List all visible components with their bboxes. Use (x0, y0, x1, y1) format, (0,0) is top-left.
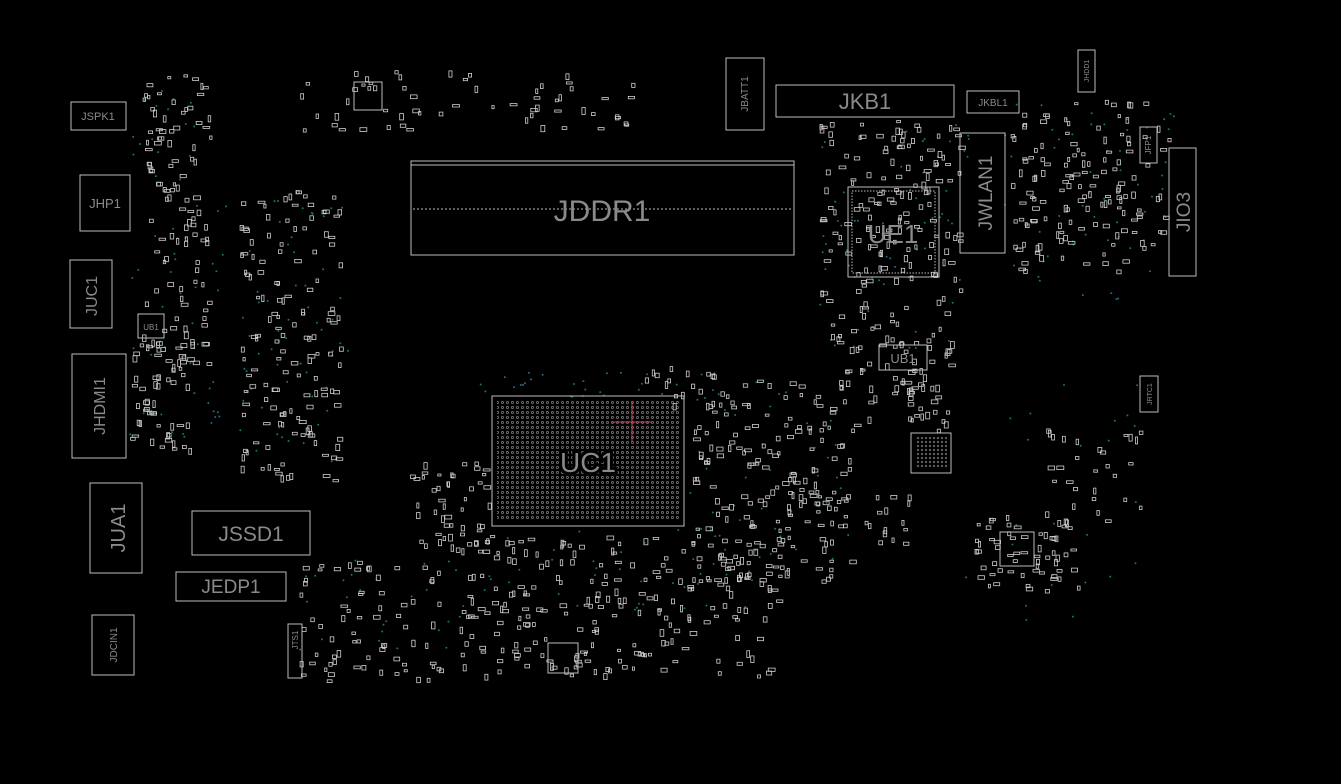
component-juc1[interactable]: JUC1 (69, 259, 113, 329)
component-jfp1[interactable]: JFP1 (1139, 126, 1158, 164)
label-juc1: JUC1 (84, 276, 101, 316)
component-jua1[interactable]: JUA1 (89, 482, 143, 574)
label-uc1: UC1 (560, 447, 616, 478)
label-jddr1: JDDR1 (554, 195, 651, 228)
component-jssd1[interactable]: JSSD1 (191, 510, 311, 556)
passive-components (130, 70, 1172, 684)
label-jbatt1: JBATT1 (740, 76, 751, 112)
label-jfp1: JFP1 (1144, 135, 1153, 154)
label-jspk1: JSPK1 (81, 111, 115, 123)
label-jedp1: JEDP1 (201, 577, 260, 598)
label-jhp1: JHP1 (89, 196, 121, 211)
component-jwlan1[interactable]: JWLAN1 (959, 132, 1006, 254)
component-ub1-small[interactable]: UB1 (137, 313, 165, 339)
label-jdcin1: JDCIN1 (109, 627, 120, 662)
label-ue1: UE1 (868, 219, 919, 249)
ic-chip-top-left (353, 81, 383, 111)
label-jua1: JUA1 (108, 504, 130, 553)
ic-chip-bottom-center (547, 642, 579, 674)
label-ub1: UB1 (890, 351, 915, 366)
component-jddr1[interactable]: JDDR1 (410, 160, 795, 256)
label-jssd1: JSSD1 (218, 523, 283, 546)
component-jhp1[interactable]: JHP1 (79, 174, 131, 232)
component-jts1[interactable]: JTS1 (287, 623, 303, 679)
component-jio3[interactable]: JIO3 (1168, 147, 1197, 277)
label-jhdmi1: JHDMI1 (92, 377, 109, 435)
label-jio3: JIO3 (1174, 192, 1195, 232)
component-ue1[interactable]: UE1 (847, 186, 940, 278)
label-jts1: JTS1 (291, 630, 300, 649)
label-jhdd1: JHDD1 (1084, 60, 1091, 83)
component-jhdd1[interactable]: JHDD1 (1077, 49, 1096, 93)
component-jspk1[interactable]: JSPK1 (70, 101, 127, 131)
label-jrtc1: JRTC1 (1147, 383, 1154, 405)
ic-chip-lower-right (999, 531, 1035, 567)
component-jbatt1[interactable]: JBATT1 (725, 57, 765, 131)
component-jrtc1[interactable]: JRTC1 (1139, 375, 1159, 413)
label-ub1-small: UB1 (143, 323, 159, 332)
component-jkb1[interactable]: JKB1 (775, 84, 955, 118)
label-jkb1: JKB1 (839, 89, 892, 114)
ic-chip-right-small (910, 432, 952, 474)
component-jedp1[interactable]: JEDP1 (175, 571, 287, 602)
component-jhdmi1[interactable]: JHDMI1 (71, 353, 127, 459)
component-ub1[interactable]: UB1 (878, 344, 928, 371)
component-jdcin1[interactable]: JDCIN1 (91, 614, 135, 676)
component-uc1[interactable]: UC1 (491, 395, 685, 527)
component-jkbl1[interactable]: JKBL1 (966, 90, 1020, 114)
label-jwlan1: JWLAN1 (976, 156, 997, 231)
label-jkbl1: JKBL1 (978, 98, 1008, 109)
